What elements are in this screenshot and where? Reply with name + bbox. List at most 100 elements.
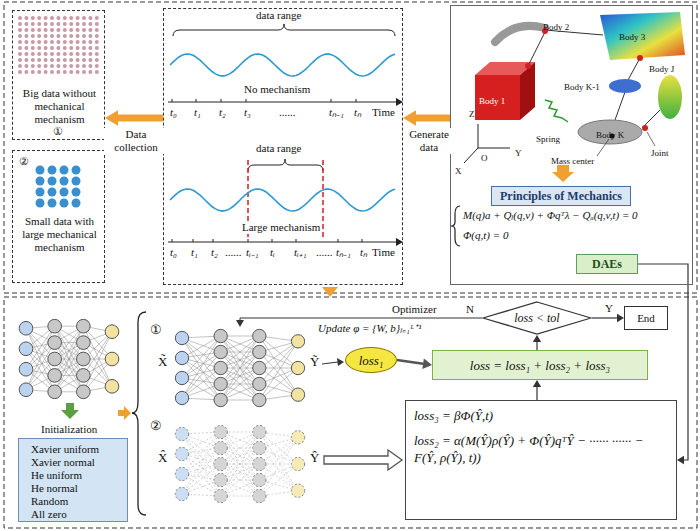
neuron bbox=[175, 351, 188, 364]
body-j bbox=[658, 75, 682, 119]
data-dot bbox=[56, 52, 60, 56]
data-dot bbox=[44, 46, 48, 50]
data-dot bbox=[63, 22, 67, 26]
neuron bbox=[19, 342, 33, 356]
node-text: ① bbox=[53, 125, 63, 138]
neuron bbox=[175, 467, 188, 480]
data-dot bbox=[50, 64, 54, 68]
mechanics-panel: Body 1Body 2Body 3Body K-1SpringBody KMa… bbox=[450, 5, 693, 285]
tick bbox=[246, 99, 247, 102]
neuron bbox=[214, 393, 227, 406]
leader-line bbox=[597, 139, 609, 156]
data-dot bbox=[18, 28, 22, 32]
weight bbox=[259, 437, 298, 480]
data-dot bbox=[56, 16, 60, 20]
data-dot bbox=[24, 16, 28, 20]
data-dot bbox=[31, 34, 35, 38]
y-axis bbox=[478, 148, 510, 149]
data-dot bbox=[63, 16, 67, 20]
node-text: End bbox=[637, 312, 655, 325]
neuron bbox=[253, 393, 266, 406]
neuron bbox=[291, 484, 304, 497]
data-dot bbox=[76, 40, 80, 44]
node-text: Time bbox=[372, 246, 395, 259]
weight bbox=[259, 341, 298, 384]
data-dot bbox=[18, 16, 22, 20]
top-panel bbox=[4, 2, 697, 293]
data-dot bbox=[37, 46, 41, 50]
neuron bbox=[253, 441, 266, 454]
body-2 bbox=[495, 26, 545, 42]
joint bbox=[642, 125, 648, 131]
neural-network bbox=[19, 319, 119, 398]
neuron bbox=[175, 427, 188, 440]
weight bbox=[55, 326, 84, 375]
data-dot bbox=[88, 40, 92, 44]
data-dot bbox=[37, 58, 41, 62]
data-dot bbox=[44, 58, 48, 62]
node-text: ...... bbox=[279, 106, 296, 119]
data-dot bbox=[82, 22, 86, 26]
link bbox=[615, 92, 625, 120]
data-dot bbox=[50, 46, 54, 50]
data-dot bbox=[72, 166, 81, 175]
node-text: tᵢ₋₁ bbox=[246, 246, 259, 259]
body-1 bbox=[475, 75, 520, 120]
node-text: tₙ bbox=[360, 246, 367, 259]
data-dot bbox=[95, 52, 99, 56]
connector bbox=[105, 110, 163, 126]
data-dot bbox=[76, 52, 80, 56]
initialization-box: InitializationXavier uniformXavier norma… bbox=[18, 438, 128, 522]
data-dot bbox=[44, 40, 48, 44]
data-dot bbox=[37, 64, 41, 68]
connector-line bbox=[592, 317, 617, 318]
loss-equation-box: loss₃ = βΦ(Ŷ,t)loss₂ = α(M(Ŷ)ρ(Ŷ) + Φ(Ŷ)… bbox=[405, 400, 677, 520]
tick bbox=[248, 239, 249, 242]
neuron bbox=[214, 457, 227, 470]
arrow-head bbox=[677, 456, 684, 464]
tick bbox=[213, 239, 214, 242]
time-panel: data rangeNo mechanismt₀t₁t₂t₃......tₙ₋₁… bbox=[163, 8, 403, 285]
edge-label: Y bbox=[603, 302, 615, 315]
leader-line bbox=[647, 132, 655, 146]
data-dot bbox=[69, 70, 73, 74]
data-dot bbox=[24, 46, 28, 50]
data-dot bbox=[63, 46, 67, 50]
data-dot bbox=[31, 28, 35, 32]
weight bbox=[221, 352, 260, 400]
node-text: Body 3 bbox=[619, 32, 645, 43]
data-dot bbox=[60, 199, 69, 208]
data-dot bbox=[82, 52, 86, 56]
data-dot bbox=[76, 16, 80, 20]
weight bbox=[221, 432, 260, 480]
neuron bbox=[175, 331, 188, 344]
node-text: t₀ bbox=[170, 106, 177, 119]
neuron bbox=[19, 383, 33, 397]
data-dot bbox=[56, 64, 60, 68]
neuron bbox=[253, 329, 266, 342]
data-dot bbox=[95, 70, 99, 74]
data-dot bbox=[37, 28, 41, 32]
data-dot bbox=[88, 70, 92, 74]
data-dot bbox=[56, 40, 60, 44]
tick bbox=[356, 99, 357, 102]
data-dot bbox=[88, 34, 92, 38]
data-dot bbox=[37, 34, 41, 38]
node-text: t₂ bbox=[211, 246, 218, 259]
body-1-side bbox=[520, 62, 535, 120]
time-axis bbox=[168, 102, 396, 103]
data-dot bbox=[24, 40, 28, 44]
tick bbox=[172, 99, 173, 102]
weight bbox=[55, 343, 84, 392]
node-text: DAEs bbox=[592, 258, 622, 271]
neuron bbox=[253, 489, 266, 502]
neuron bbox=[77, 319, 91, 333]
node-text: He uniform bbox=[31, 469, 82, 482]
down-arrow bbox=[322, 287, 338, 297]
data-dot bbox=[76, 22, 80, 26]
link bbox=[528, 32, 545, 66]
neuron bbox=[175, 371, 188, 384]
node-text: Joint bbox=[651, 148, 669, 159]
node-text: tᵢ bbox=[270, 246, 275, 259]
data-dot bbox=[82, 40, 86, 44]
